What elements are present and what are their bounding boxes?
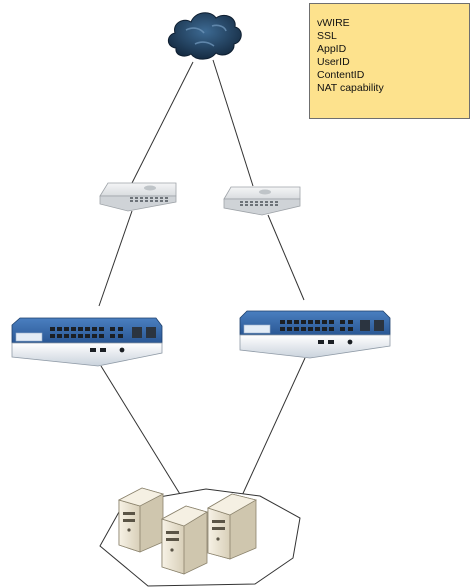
note-line-contentid: ContentID — [317, 69, 365, 81]
firewall-appliance-left — [11, 317, 163, 367]
link-firewall-left-servers — [100, 365, 184, 500]
server-tower-front — [160, 505, 208, 575]
connection-lines — [98, 59, 306, 501]
note-line-userid: UserID — [317, 56, 350, 68]
link-switch-left-firewall-left — [98, 210, 133, 307]
server-tower-right — [207, 493, 258, 560]
note-line-vwire: vWIRE — [317, 17, 350, 29]
link-cloud-switch-left — [130, 61, 194, 186]
note-line-nat: NAT capability — [317, 82, 384, 94]
firewall-appliance-right — [239, 310, 391, 359]
feature-note-box: vWIRE SSL AppID UserID ContentID NAT cap… — [309, 3, 470, 119]
server-tower-left — [117, 487, 165, 553]
cloud-icon — [167, 12, 242, 60]
note-line-appid: AppID — [317, 43, 347, 55]
link-cloud-switch-right — [212, 59, 254, 187]
link-switch-right-firewall-right — [267, 214, 305, 301]
link-firewall-right-servers — [239, 357, 306, 501]
note-line-ssl: SSL — [317, 30, 337, 42]
network-switch-right — [223, 186, 301, 216]
network-switch-left — [99, 182, 177, 212]
